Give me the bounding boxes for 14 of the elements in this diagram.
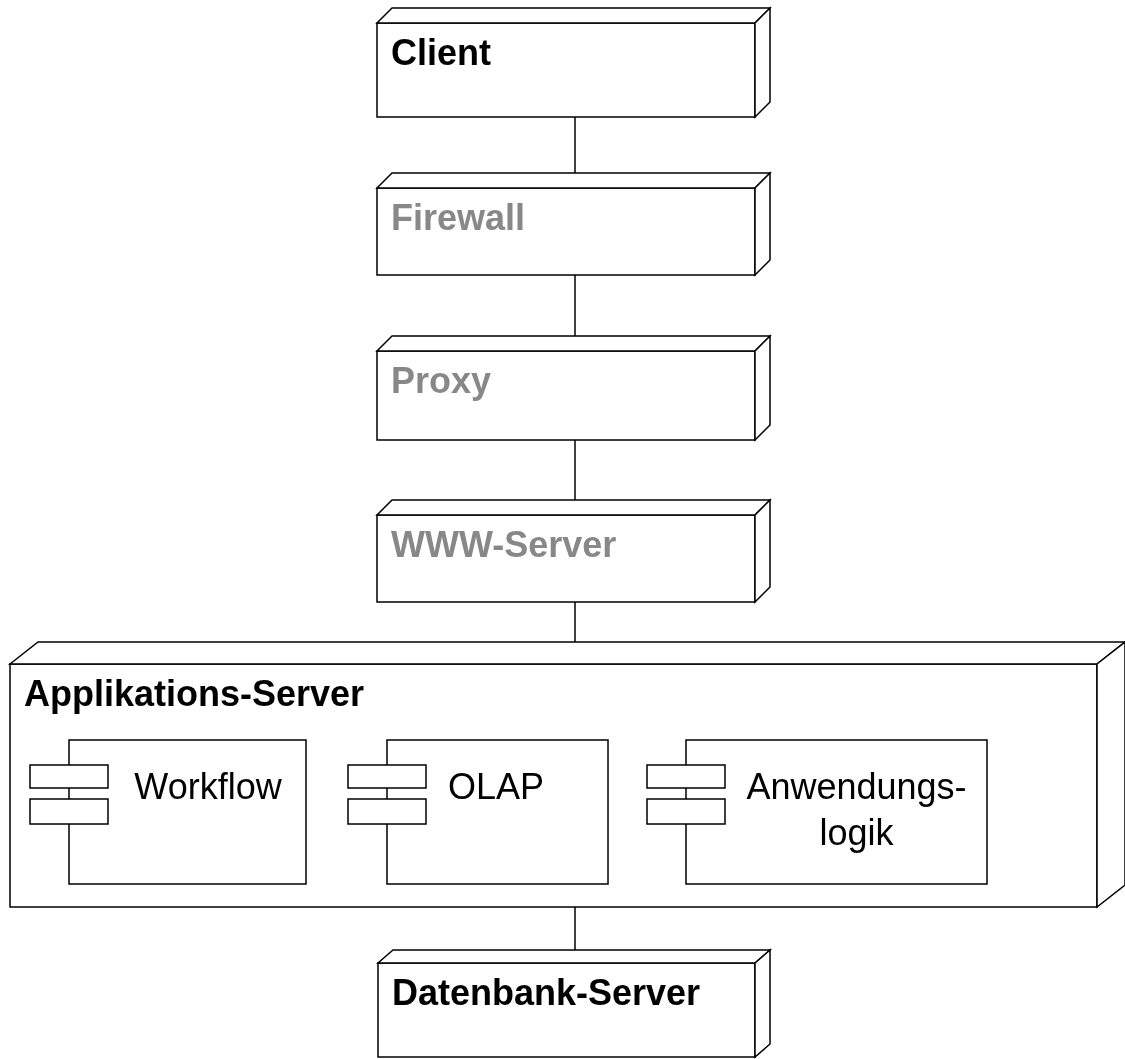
component-label: Workflow: [133, 765, 283, 809]
node-title: Client: [391, 32, 491, 74]
component-label: Anwendungs- logik: [745, 765, 968, 855]
connector-line: [574, 439, 576, 501]
connector-line: [574, 601, 576, 643]
node-title: WWW-Server: [391, 524, 617, 566]
connector-line: [574, 906, 576, 951]
connector-line: [574, 274, 576, 337]
node-title: Firewall: [391, 197, 526, 239]
component-label: OLAP: [446, 765, 545, 809]
node-title: Datenbank-Server: [392, 972, 701, 1014]
node-title: Proxy: [391, 360, 492, 402]
node-title: Applikations-Server: [24, 673, 365, 715]
connector-line: [574, 116, 576, 174]
